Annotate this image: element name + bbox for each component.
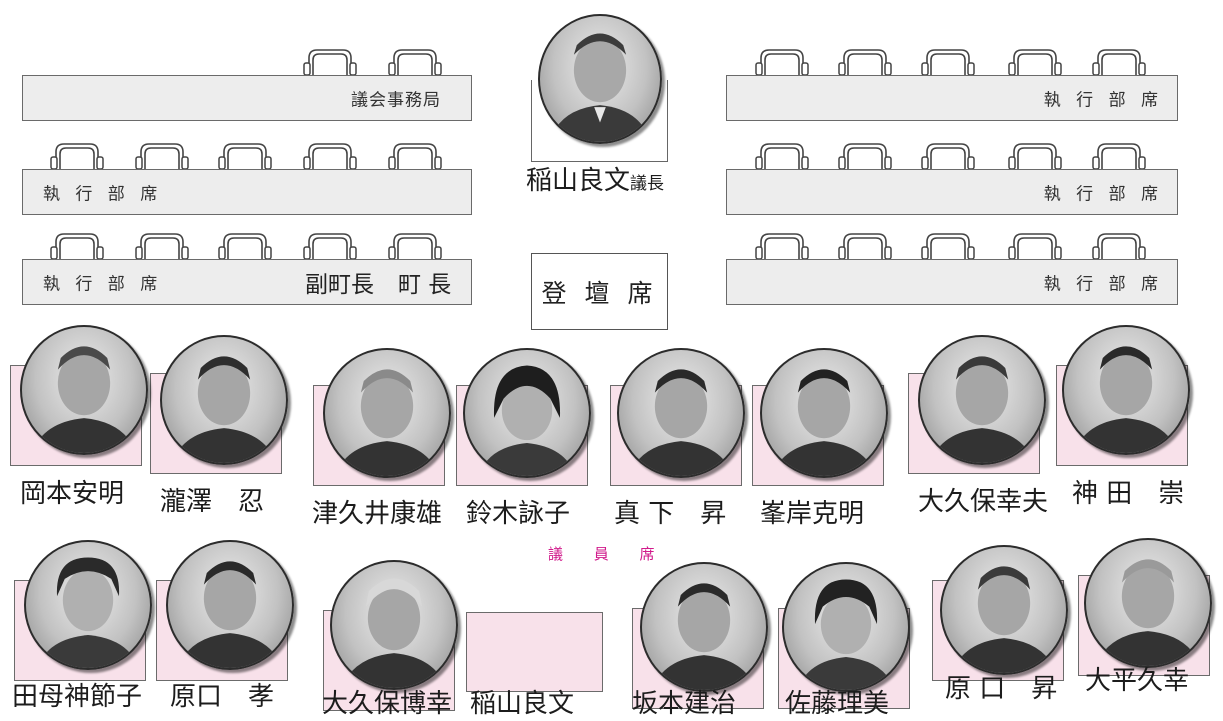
chair-icon bbox=[50, 233, 104, 260]
podium: 登 壇 席 bbox=[531, 253, 668, 330]
member-photo bbox=[330, 560, 458, 690]
desk-exec-right-3: 執 行 部 席 bbox=[726, 259, 1178, 305]
chair-icon bbox=[135, 143, 189, 170]
member-name: 原口 孝 bbox=[170, 682, 275, 712]
desk-label-vice-mayor: 副町長 bbox=[305, 272, 374, 298]
member-name: 真 下 昇 bbox=[614, 499, 727, 529]
member-name: 峯岸克明 bbox=[760, 499, 865, 529]
member-photo bbox=[617, 348, 745, 478]
chair-icon bbox=[1008, 233, 1062, 260]
desk-label: 執 行 部 席 bbox=[1043, 274, 1163, 295]
chair-icon bbox=[838, 143, 892, 170]
desk-label: 執 行 部 席 bbox=[1043, 90, 1163, 111]
chairman-name-text: 稲山良文 bbox=[526, 166, 631, 196]
member-name: 津久井康雄 bbox=[312, 499, 443, 529]
desk-label: 執 行 部 席 bbox=[43, 184, 163, 205]
member-name: 稲山良文 bbox=[470, 689, 575, 719]
desk-exec-right-2: 執 行 部 席 bbox=[726, 169, 1178, 215]
member-name: 瀧澤 忍 bbox=[160, 487, 265, 517]
member-photo bbox=[782, 562, 910, 692]
member-photo bbox=[918, 335, 1046, 465]
member-name: 坂本建治 bbox=[632, 689, 737, 719]
chair-icon bbox=[218, 143, 272, 170]
chair-icon bbox=[1008, 49, 1062, 76]
seat-card bbox=[466, 612, 603, 692]
desk-label-mayor: 町 長 bbox=[398, 272, 452, 298]
member-photo bbox=[20, 325, 148, 455]
chair-icon bbox=[50, 143, 104, 170]
member-photo bbox=[323, 348, 451, 478]
desk-exec-left-1: 執 行 部 席 bbox=[22, 169, 472, 215]
member-name: 田母神節子 bbox=[12, 682, 143, 712]
member-name: 佐藤理美 bbox=[785, 689, 890, 719]
member-name: 岡本安明 bbox=[20, 479, 125, 509]
chair-icon bbox=[838, 233, 892, 260]
member-photo bbox=[1062, 325, 1190, 455]
chair-icon bbox=[1092, 233, 1146, 260]
chair-icon bbox=[303, 143, 357, 170]
member-name: 原 口 昇 bbox=[945, 674, 1058, 704]
chairman-name: 稲山良文議長 bbox=[526, 160, 664, 197]
member-name: 大久保博幸 bbox=[322, 689, 453, 719]
desk-secretariat: 議会事務局 bbox=[22, 75, 472, 121]
member-name: 神 田 崇 bbox=[1072, 479, 1185, 509]
member-name: 大久保幸夫 bbox=[918, 487, 1049, 517]
chairman-title: 議長 bbox=[630, 174, 665, 194]
chair-icon bbox=[755, 143, 809, 170]
podium-label: 登 壇 席 bbox=[541, 278, 658, 308]
chair-icon bbox=[388, 233, 442, 260]
desk-exec-right-1: 執 行 部 席 bbox=[726, 75, 1178, 121]
chair-icon bbox=[921, 143, 975, 170]
desk-label: 議会事務局 bbox=[351, 90, 441, 111]
chair-icon bbox=[135, 233, 189, 260]
member-photo bbox=[24, 540, 152, 670]
chair-icon bbox=[838, 49, 892, 76]
chair-icon bbox=[1008, 143, 1062, 170]
chair-icon bbox=[755, 233, 809, 260]
desk-label: 執 行 部 席 bbox=[43, 274, 163, 295]
chair-icon bbox=[388, 49, 442, 76]
chair-icon bbox=[755, 49, 809, 76]
chair-icon bbox=[1092, 143, 1146, 170]
desk-label: 執 行 部 席 bbox=[1043, 184, 1163, 205]
member-photo bbox=[940, 545, 1068, 675]
member-photo bbox=[760, 348, 888, 478]
member-photo bbox=[1084, 538, 1212, 668]
chair-icon bbox=[303, 233, 357, 260]
member-photo bbox=[640, 562, 768, 692]
member-photo bbox=[160, 335, 288, 465]
member-seats-label: 議 員 席 bbox=[548, 545, 668, 563]
chair-icon bbox=[303, 49, 357, 76]
chair-icon bbox=[1092, 49, 1146, 76]
member-name: 鈴木詠子 bbox=[466, 499, 571, 529]
chair-icon bbox=[218, 233, 272, 260]
chair-icon bbox=[921, 49, 975, 76]
chairman-photo bbox=[538, 14, 662, 144]
member-name: 大平久幸 bbox=[1085, 666, 1190, 696]
chair-icon bbox=[921, 233, 975, 260]
member-photo bbox=[166, 540, 294, 670]
member-photo bbox=[463, 348, 591, 478]
chair-icon bbox=[388, 143, 442, 170]
desk-exec-left-2: 執 行 部 席 副町長 町 長 bbox=[22, 259, 472, 305]
